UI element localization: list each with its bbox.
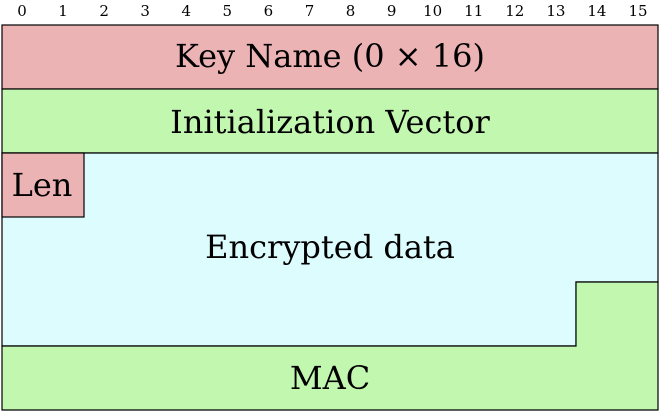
byte-index-tick: 3 bbox=[140, 2, 150, 20]
encrypted-data-label: Encrypted data bbox=[205, 228, 455, 266]
len-label: Len bbox=[12, 166, 73, 204]
byte-index-tick: 2 bbox=[99, 2, 109, 20]
byte-index-tick: 4 bbox=[181, 2, 191, 20]
byte-index-tick: 9 bbox=[387, 2, 397, 20]
initialization-vector-label: Initialization Vector bbox=[170, 103, 490, 141]
len-field bbox=[1, 152, 85, 218]
byte-index-tick: 13 bbox=[546, 2, 565, 20]
byte-index-tick: 6 bbox=[264, 2, 274, 20]
key-name-field bbox=[1, 24, 659, 90]
byte-index-tick: 1 bbox=[58, 2, 68, 20]
mac-label: MAC bbox=[290, 359, 370, 397]
byte-index-tick: 12 bbox=[505, 2, 524, 20]
byte-index-tick: 11 bbox=[464, 2, 483, 20]
byte-index-tick: 7 bbox=[305, 2, 315, 20]
initialization-vector-field bbox=[1, 88, 659, 154]
key-name-label: Key Name (0 × 16) bbox=[175, 37, 485, 75]
byte-index-tick: 10 bbox=[423, 2, 442, 20]
byte-index-tick: 5 bbox=[223, 2, 233, 20]
byte-index-tick: 15 bbox=[628, 2, 647, 20]
byte-index-tick: 14 bbox=[587, 2, 606, 20]
mac-field bbox=[1, 281, 659, 411]
byte-index-tick: 8 bbox=[346, 2, 356, 20]
byte-index-tick: 0 bbox=[17, 2, 27, 20]
